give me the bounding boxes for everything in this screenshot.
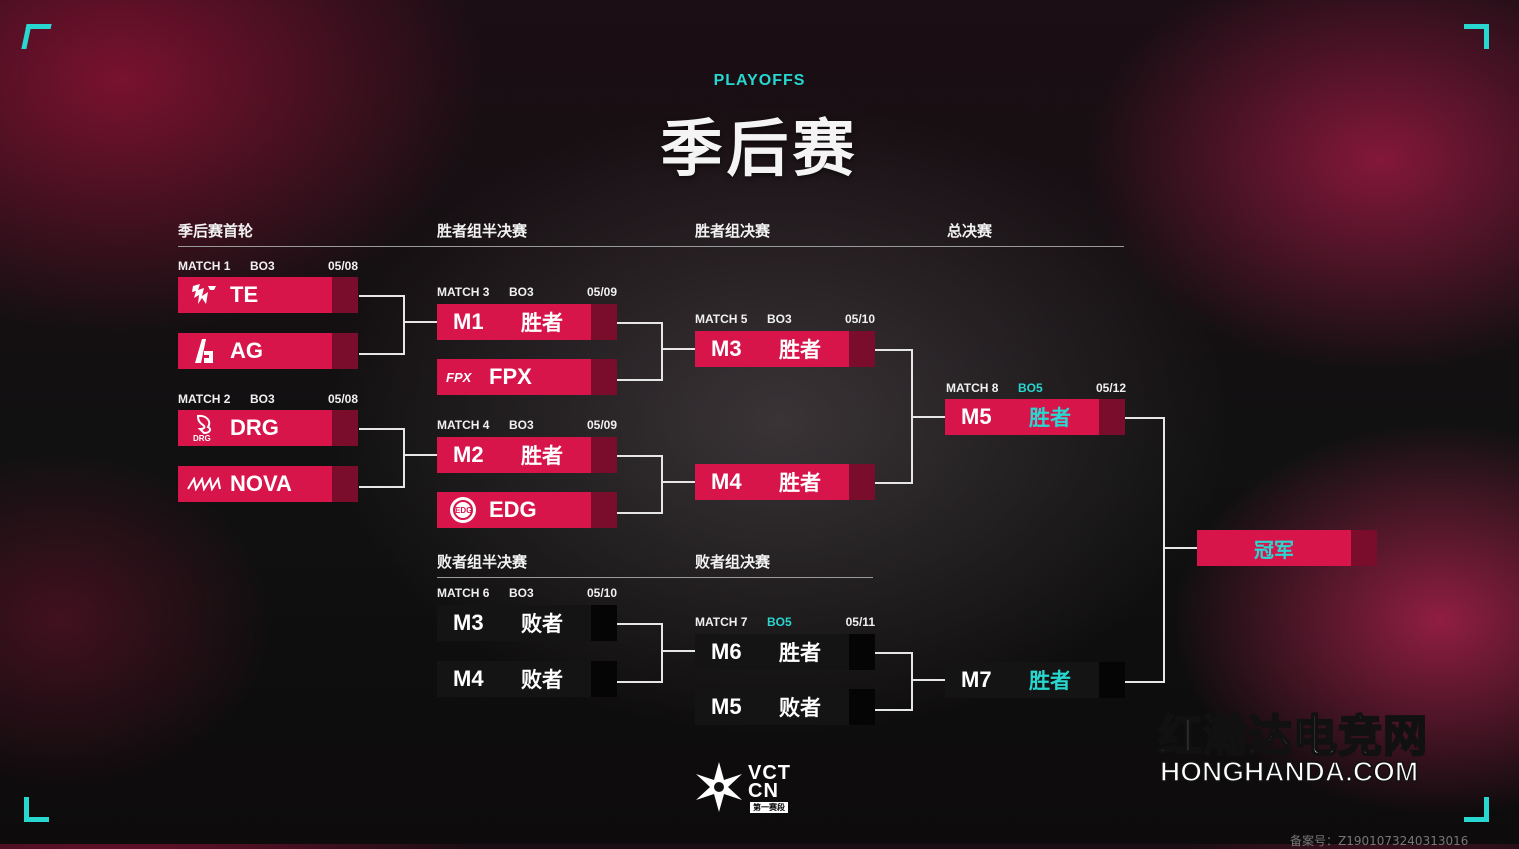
round-title-first-round: 季后赛首轮 bbox=[178, 222, 254, 240]
corner-mark-top-left bbox=[21, 24, 52, 49]
team-slot-edg[interactable]: EDG EDG bbox=[437, 492, 617, 528]
match-4-info: MATCH 4 BO3 05/09 bbox=[437, 418, 617, 432]
connector-m2 bbox=[359, 428, 405, 488]
fpx-logo-icon: FPX bbox=[445, 359, 481, 395]
icp-record: 备案号：Z190107324031301​6 bbox=[1290, 834, 1469, 848]
connector-m3 bbox=[617, 322, 663, 381]
connector-m4 bbox=[617, 455, 663, 514]
vct-star-icon bbox=[696, 762, 742, 812]
match-3-info: MATCH 3 BO3 05/09 bbox=[437, 285, 617, 299]
ag-logo-icon bbox=[186, 333, 222, 369]
page-subtitle: PLAYOFFS bbox=[713, 72, 806, 89]
slot-m4-winner-of-m2[interactable]: M2 胜者 bbox=[437, 437, 617, 473]
team-slot-ag[interactable]: AG bbox=[178, 333, 358, 369]
round-title-grand-final: 总决赛 bbox=[947, 222, 993, 240]
watermark-domain: HONGHANDA.COM bbox=[1159, 755, 1419, 788]
connector-m6 bbox=[617, 623, 663, 683]
round-title-upper-semifinal: 胜者组半决赛 bbox=[437, 222, 528, 240]
header-divider bbox=[178, 246, 1124, 247]
corner-mark-top-right bbox=[1464, 24, 1489, 49]
slot-m7-loser-of-m5[interactable]: M5 败者 bbox=[695, 689, 875, 725]
match-7-info: MATCH 7 BO5 05/11 bbox=[695, 615, 875, 629]
slot-m5-winner-of-m3[interactable]: M3 胜者 bbox=[695, 331, 875, 367]
champion-slot[interactable]: 冠军 bbox=[1197, 530, 1377, 566]
corner-mark-bottom-right bbox=[1464, 797, 1489, 822]
te-logo-icon bbox=[186, 277, 222, 313]
team-slot-te[interactable]: TE bbox=[178, 277, 358, 313]
connector-m8 bbox=[1125, 417, 1165, 683]
slot-m6-loser-of-m3[interactable]: M3 败者 bbox=[437, 605, 617, 641]
svg-text:EDG: EDG bbox=[455, 506, 472, 515]
slot-m8-winner-of-m7[interactable]: M7 胜者 bbox=[945, 662, 1125, 698]
slot-m5-winner-of-m4[interactable]: M4 胜者 bbox=[695, 464, 875, 500]
svg-text:FPX: FPX bbox=[446, 370, 473, 384]
team-slot-nova[interactable]: NOVA bbox=[178, 466, 358, 502]
nova-logo-icon bbox=[186, 466, 222, 502]
slot-m3-winner-of-m1[interactable]: M1 胜者 bbox=[437, 304, 617, 340]
drg-logo-icon: DRG bbox=[186, 410, 222, 446]
match-1-info: MATCH 1 BO3 05/08 bbox=[178, 259, 358, 273]
match-6-info: MATCH 6 BO3 05/10 bbox=[437, 586, 617, 600]
corner-mark-bottom-left bbox=[24, 797, 49, 822]
round-title-upper-final: 胜者组决赛 bbox=[695, 222, 771, 240]
page-title: 季后赛 bbox=[660, 112, 859, 185]
slot-m7-winner-of-m6[interactable]: M6 胜者 bbox=[695, 634, 875, 670]
edg-logo-icon: EDG bbox=[445, 492, 481, 528]
watermark-chinese: 红瀚达电竞网 bbox=[1157, 710, 1428, 763]
lower-bracket-divider bbox=[437, 577, 873, 578]
team-slot-drg[interactable]: DRG DRG bbox=[178, 410, 358, 446]
team-slot-fpx[interactable]: FPX FPX bbox=[437, 359, 617, 395]
match-2-info: MATCH 2 BO3 05/08 bbox=[178, 392, 358, 406]
match-5-info: MATCH 5 BO3 05/10 bbox=[695, 312, 875, 326]
vct-cn-logo: VCT CN 第一赛段 bbox=[694, 760, 824, 820]
round-title-lower-semifinal: 败者组半决赛 bbox=[437, 553, 528, 571]
connector-m7 bbox=[875, 652, 913, 711]
svg-text:DRG: DRG bbox=[193, 434, 211, 443]
round-title-lower-final: 败者组决赛 bbox=[695, 553, 771, 571]
slot-m6-loser-of-m4[interactable]: M4 败者 bbox=[437, 661, 617, 697]
connector-m5 bbox=[875, 349, 913, 484]
connector-m1 bbox=[359, 295, 405, 355]
slot-m8-winner-of-m5[interactable]: M5 胜者 bbox=[945, 399, 1125, 435]
match-8-info: MATCH 8 BO5 05/12 bbox=[946, 381, 1126, 395]
